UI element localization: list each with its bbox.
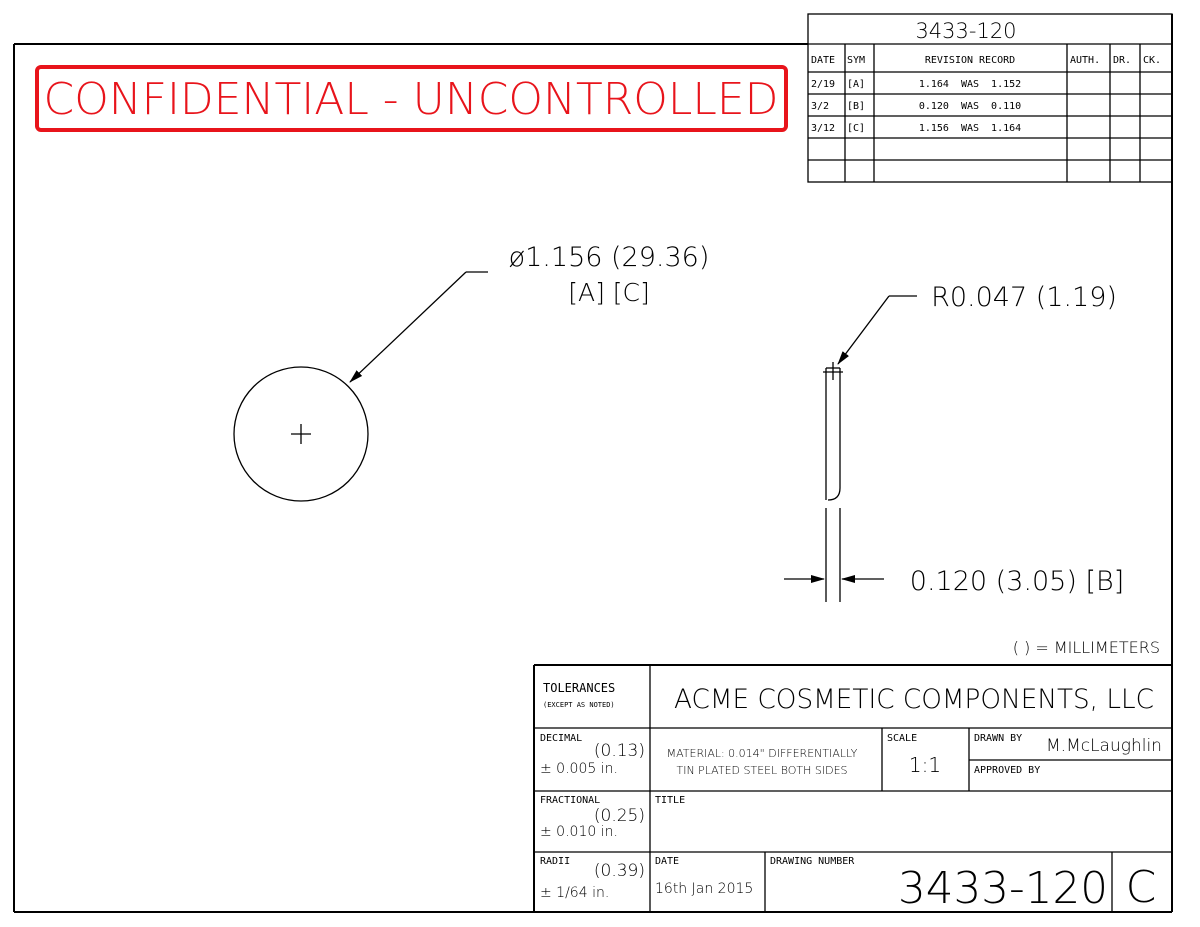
rev-header-sym: SYM	[847, 55, 865, 66]
title-block	[533, 664, 1172, 912]
confidential-text: CONFIDENTIAL - UNCONTROLLED	[44, 74, 779, 125]
rev-header-record: REVISION RECORD	[925, 55, 1015, 66]
revision-drawing-number: 3433-120	[915, 19, 1016, 43]
diameter-dimension: ø1.156 (29.36)	[509, 242, 710, 273]
drawing-number-value: 3433-120	[898, 863, 1108, 914]
material-line-2: TIN PLATED STEEL BOTH SIDES	[676, 764, 847, 777]
confidential-banner: CONFIDENTIAL - UNCONTROLLED	[35, 65, 788, 132]
drawn-by-label: DRAWN BY	[974, 733, 1022, 744]
rev-row-date: 3/12	[811, 123, 835, 134]
company-name: ACME COSMETIC COMPONENTS, LLC	[674, 684, 1154, 715]
rev-row-sym: [A]	[847, 79, 865, 90]
rev-header-auth: AUTH.	[1070, 55, 1100, 66]
radius-leader	[837, 295, 917, 365]
rev-row-record: 0.120 WAS 0.110	[919, 101, 1021, 112]
except-as-noted: (EXCEPT AS NOTED)	[543, 701, 615, 709]
drawn-by-value: M.McLaughlin	[1046, 736, 1162, 756]
decimal-mm: (0.13)	[594, 741, 645, 761]
title-label: TITLE	[655, 795, 685, 806]
radii-mm: (0.39)	[594, 861, 645, 881]
diameter-leader	[349, 271, 488, 383]
radii-label: RADII	[540, 856, 570, 867]
rev-row-record: 1.164 WAS 1.152	[919, 79, 1021, 90]
fractional-mm: (0.25)	[594, 806, 645, 826]
date-value: 16th Jan 2015	[655, 881, 753, 897]
drawing-number-label: DRAWING NUMBER	[770, 856, 855, 867]
rev-row-date: 3/2	[811, 101, 829, 112]
rev-row-date: 2/19	[811, 79, 835, 90]
part-side-view	[823, 362, 843, 602]
scale-value: 1:1	[909, 753, 941, 777]
fractional-label: FRACTIONAL	[540, 795, 600, 806]
decimal-label: DECIMAL	[540, 733, 582, 744]
rev-header-dr: DR.	[1113, 55, 1131, 66]
date-label: DATE	[655, 856, 679, 867]
rev-row-sym: [B]	[847, 101, 865, 112]
revision-letter: C	[1126, 862, 1157, 913]
diameter-revision-tags: [A] [C]	[568, 278, 650, 307]
material-line-1: MATERIAL: 0.014" DIFFERENTIALLY	[667, 747, 858, 760]
decimal-tolerance: ± 0.005 in.	[540, 761, 618, 777]
rev-row-sym: [C]	[847, 123, 865, 134]
units-note: ( ) = MILLIMETERS	[1013, 638, 1160, 657]
revision-block: 3433-120 DATE SYM REVISION RECORD AUTH. …	[807, 13, 1173, 183]
radius-dimension: R0.047 (1.19)	[931, 282, 1117, 313]
radii-tolerance: ± 1/64 in.	[540, 885, 609, 901]
scale-label: SCALE	[887, 733, 917, 744]
fractional-tolerance: ± 0.010 in.	[540, 824, 618, 840]
rev-header-ck: CK.	[1143, 55, 1161, 66]
rev-row-record: 1.156 WAS 1.164	[919, 123, 1021, 134]
approved-by-label: APPROVED BY	[974, 765, 1040, 776]
tolerances-heading: TOLERANCES	[543, 681, 615, 695]
drawing-border	[13, 14, 1173, 913]
part-front-view	[233, 366, 369, 502]
thickness-dimension: 0.120 (3.05) [B]	[910, 566, 1124, 597]
rev-header-date: DATE	[811, 55, 835, 66]
